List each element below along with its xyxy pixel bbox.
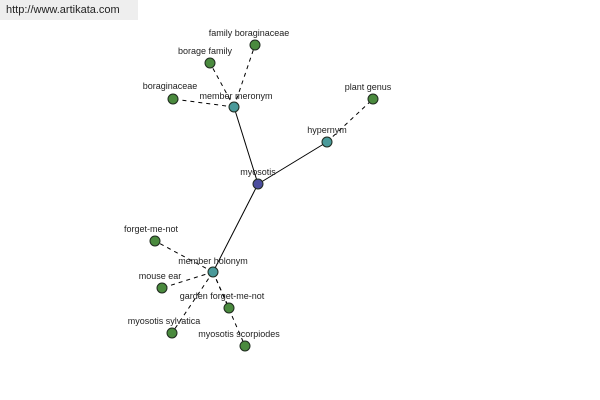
node-forget-me-not[interactable] <box>149 235 161 247</box>
node-myosotis-sylvatica[interactable] <box>166 327 178 339</box>
node-plant-genus[interactable] <box>367 93 379 105</box>
node-member-meronym[interactable] <box>228 101 240 113</box>
node-hypernym[interactable] <box>321 136 333 148</box>
node-label-garden-forget-me-not[interactable]: garden forget-me-not <box>180 291 265 301</box>
edge-myosotis-member-holonym <box>212 183 259 273</box>
edge-member-meronym-borage-family <box>209 62 235 108</box>
node-label-boraginaceae[interactable]: boraginaceae <box>143 81 198 91</box>
node-garden-forget-me-not[interactable] <box>223 302 235 314</box>
edge-member-meronym-boraginaceae <box>172 98 235 108</box>
edge-myosotis-member-meronym <box>233 106 259 185</box>
edge-hypernym-plant-genus <box>326 98 374 143</box>
node-mouse-ear[interactable] <box>156 282 168 294</box>
node-borage-family[interactable] <box>204 57 216 69</box>
node-label-hypernym[interactable]: hypernym <box>307 125 347 135</box>
node-label-myosotis-sylvatica[interactable]: myosotis sylvatica <box>128 316 201 326</box>
node-label-forget-me-not[interactable]: forget-me-not <box>124 224 179 234</box>
node-label-borage-family[interactable]: borage family <box>178 46 233 56</box>
edge-member-meronym-family-boraginaceae <box>233 44 256 108</box>
node-label-member-holonym[interactable]: member holonym <box>178 256 248 266</box>
edge-member-holonym-forget-me-not <box>154 240 214 273</box>
node-myosotis-scorpiodes[interactable] <box>239 340 251 352</box>
node-boraginaceae[interactable] <box>167 93 179 105</box>
node-member-holonym[interactable] <box>207 266 219 278</box>
edge-myosotis-hypernym <box>257 141 328 185</box>
node-label-myosotis-scorpiodes[interactable]: myosotis scorpiodes <box>198 329 280 339</box>
edge-member-holonym-mouse-ear <box>161 271 214 289</box>
node-label-plant-genus[interactable]: plant genus <box>345 82 392 92</box>
watermark-url: http://www.artikata.com <box>0 0 138 20</box>
node-family-boraginaceae[interactable] <box>249 39 261 51</box>
node-label-myosotis[interactable]: myosotis <box>240 167 276 177</box>
node-label-mouse-ear[interactable]: mouse ear <box>139 271 182 281</box>
node-label-member-meronym[interactable]: member meronym <box>199 91 272 101</box>
node-label-family-boraginaceae[interactable]: family boraginaceae <box>209 28 290 38</box>
node-myosotis[interactable] <box>252 178 264 190</box>
